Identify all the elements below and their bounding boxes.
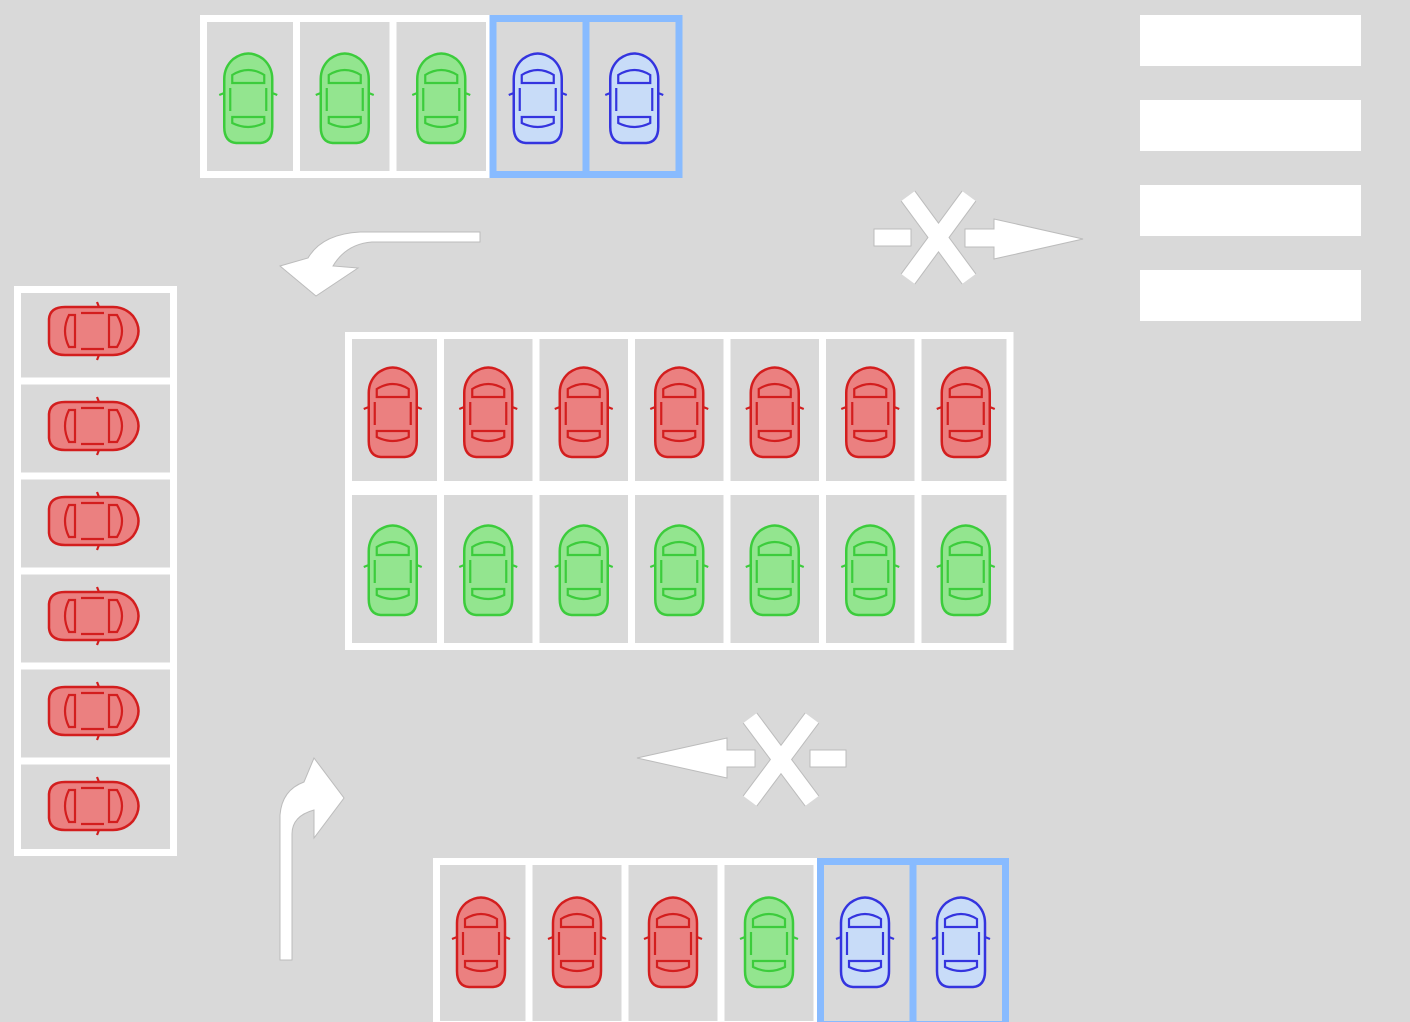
car-red-icon bbox=[362, 366, 423, 459]
accessible-spots-outline bbox=[489, 15, 683, 178]
parking-spot-green[interactable] bbox=[723, 488, 805, 650]
car-red-icon bbox=[546, 896, 608, 989]
car-red-icon bbox=[450, 896, 512, 989]
parking-spot-blue[interactable] bbox=[813, 858, 896, 1022]
turn-left-arrow-icon bbox=[278, 231, 481, 297]
accessible-spots-outline bbox=[817, 858, 1009, 1022]
parking-spot-green[interactable] bbox=[362, 524, 423, 617]
parking-spot-red[interactable] bbox=[450, 896, 512, 989]
car-blue-icon bbox=[834, 896, 896, 989]
car-green-icon bbox=[411, 52, 472, 145]
center-lower bbox=[345, 488, 1014, 650]
car-red-icon bbox=[47, 490, 140, 552]
parking-spot-green[interactable] bbox=[532, 488, 614, 650]
parking-spot-green[interactable] bbox=[389, 15, 472, 178]
car-red-icon bbox=[642, 896, 704, 989]
row-frame bbox=[345, 488, 1014, 650]
parking-spot-green[interactable] bbox=[717, 858, 800, 1022]
parking-spot-green[interactable] bbox=[628, 488, 710, 650]
parking-spot-green[interactable] bbox=[293, 15, 375, 178]
car-red-icon bbox=[47, 395, 140, 457]
parking-spot-red[interactable] bbox=[14, 472, 177, 552]
parking-spot-green[interactable] bbox=[819, 488, 901, 650]
car-red-icon bbox=[458, 366, 519, 459]
car-blue-icon bbox=[930, 896, 992, 989]
car-red-icon bbox=[47, 680, 140, 742]
car-red-icon bbox=[47, 585, 140, 647]
car-red-icon bbox=[649, 366, 710, 459]
turn-right-arrow-icon bbox=[279, 757, 345, 961]
parking-spot-green[interactable] bbox=[218, 52, 279, 145]
crosswalk-icon bbox=[1140, 15, 1361, 321]
parking-spot-red[interactable] bbox=[47, 300, 140, 362]
car-green-icon bbox=[935, 524, 996, 617]
car-green-icon bbox=[738, 896, 800, 989]
parking-spot-red[interactable] bbox=[14, 567, 177, 647]
car-green-icon bbox=[553, 524, 614, 617]
car-red-icon bbox=[553, 366, 614, 459]
parking-spot-red[interactable] bbox=[437, 332, 519, 488]
parking-spot-blue[interactable] bbox=[486, 15, 568, 178]
car-green-icon bbox=[744, 524, 805, 617]
parking-spot-red[interactable] bbox=[621, 858, 704, 1022]
parking-spot-red[interactable] bbox=[525, 858, 608, 1022]
parking-spot-red[interactable] bbox=[819, 332, 901, 488]
parking-spot-red[interactable] bbox=[14, 377, 177, 457]
row-frame bbox=[345, 332, 1014, 488]
car-blue-icon bbox=[507, 52, 568, 145]
car-red-icon bbox=[935, 366, 996, 459]
parking-spot-red[interactable] bbox=[628, 332, 710, 488]
top-row bbox=[200, 15, 683, 178]
parking-spot-red[interactable] bbox=[914, 332, 996, 488]
car-red-icon bbox=[744, 366, 805, 459]
car-red-icon bbox=[47, 300, 140, 362]
left-column bbox=[14, 286, 177, 856]
parking-spot-green[interactable] bbox=[914, 488, 996, 650]
car-green-icon bbox=[840, 524, 901, 617]
parking-spot-red[interactable] bbox=[362, 366, 423, 459]
car-red-icon bbox=[840, 366, 901, 459]
bottom-row bbox=[433, 858, 1009, 1022]
center-upper bbox=[345, 332, 1014, 488]
car-green-icon bbox=[218, 52, 279, 145]
car-green-icon bbox=[314, 52, 375, 145]
parking-spot-red[interactable] bbox=[723, 332, 805, 488]
car-red-icon bbox=[47, 775, 140, 837]
no-entry-right-arrow-icon bbox=[873, 190, 1084, 285]
parking-spot-red[interactable] bbox=[14, 757, 177, 837]
parking-spot-green[interactable] bbox=[437, 488, 519, 650]
parking-spot-blue[interactable] bbox=[582, 15, 665, 178]
car-blue-icon bbox=[604, 52, 665, 145]
parking-spot-red[interactable] bbox=[14, 662, 177, 742]
car-green-icon bbox=[649, 524, 710, 617]
no-entry-left-arrow-icon bbox=[636, 712, 847, 807]
parking-spot-blue[interactable] bbox=[909, 858, 992, 1022]
car-green-icon bbox=[362, 524, 423, 617]
parking-spot-red[interactable] bbox=[532, 332, 614, 488]
car-green-icon bbox=[458, 524, 519, 617]
